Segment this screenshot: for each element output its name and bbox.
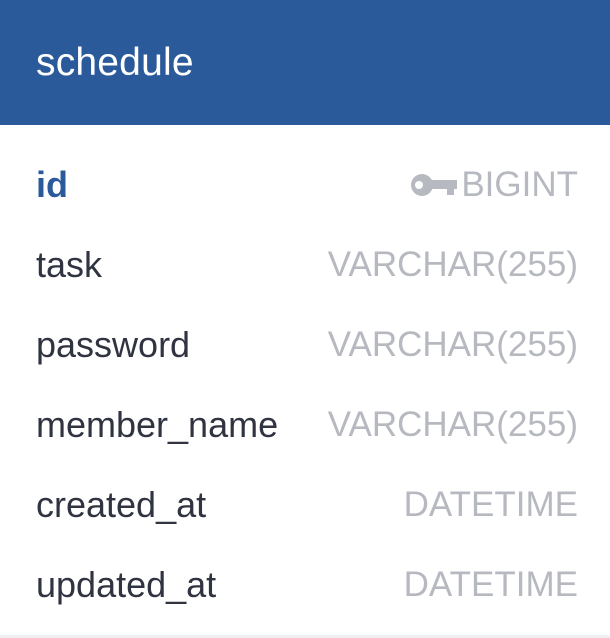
- column-name-created-at: created_at: [36, 484, 207, 525]
- table-bottom-border: [0, 635, 610, 638]
- column-name-member-name: member_name: [36, 404, 279, 445]
- column-row-updated-at[interactable]: updated_at DATETIME: [0, 545, 610, 625]
- column-type-group-id: BIGINT: [409, 165, 578, 205]
- column-row-created-at[interactable]: created_at DATETIME: [0, 465, 610, 545]
- column-type-password: VARCHAR(255): [327, 325, 578, 364]
- column-name-id: id: [36, 164, 68, 205]
- column-type-updated-at: DATETIME: [403, 565, 578, 604]
- column-row-id[interactable]: id BIGINT: [0, 145, 610, 225]
- table-header[interactable]: schedule: [0, 0, 610, 125]
- column-name-updated-at: updated_at: [36, 564, 217, 605]
- table-title: schedule: [36, 40, 194, 84]
- column-row-member-name[interactable]: member_name VARCHAR(255): [0, 385, 610, 465]
- column-row-password[interactable]: password VARCHAR(255): [0, 305, 610, 385]
- column-type-id: BIGINT: [461, 165, 578, 204]
- column-type-member-name: VARCHAR(255): [327, 405, 578, 444]
- column-name-task: task: [36, 244, 103, 285]
- column-name-password: password: [36, 324, 191, 365]
- column-type-task: VARCHAR(255): [327, 245, 578, 284]
- column-type-created-at: DATETIME: [403, 485, 578, 524]
- key-icon: [411, 174, 458, 196]
- column-row-task[interactable]: task VARCHAR(255): [0, 225, 610, 305]
- column-list: id BIGINT task VARCHAR(255) password VAR…: [0, 125, 610, 625]
